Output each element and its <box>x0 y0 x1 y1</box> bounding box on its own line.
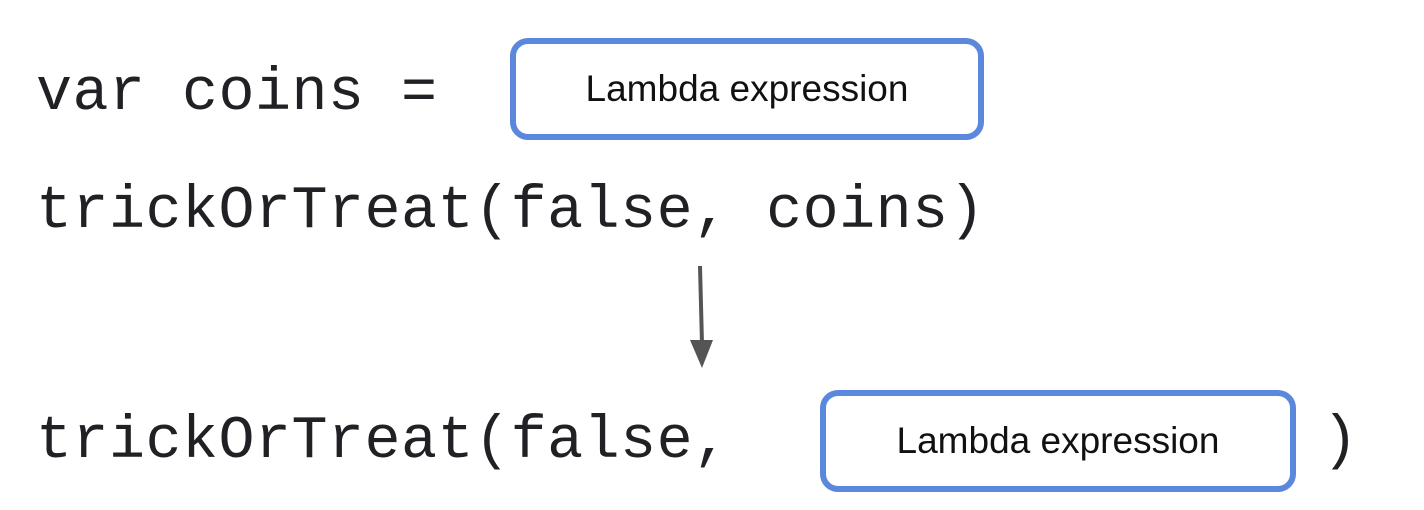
lambda-expression-box-bottom: Lambda expression <box>820 390 1296 492</box>
code-line-var-coins: var coins = <box>36 60 438 128</box>
lambda-expression-box-top: Lambda expression <box>510 38 984 140</box>
code-line-trick-or-treat-call: trickOrTreat(false, coins) <box>36 178 986 246</box>
arrow-down-icon <box>690 265 713 368</box>
lambda-expression-label-bottom: Lambda expression <box>896 420 1220 461</box>
closing-parenthesis: ) <box>1322 408 1359 476</box>
code-line-trick-or-treat-lambda: trickOrTreat(false, <box>36 408 730 476</box>
lambda-expression-label-top: Lambda expression <box>585 68 909 109</box>
